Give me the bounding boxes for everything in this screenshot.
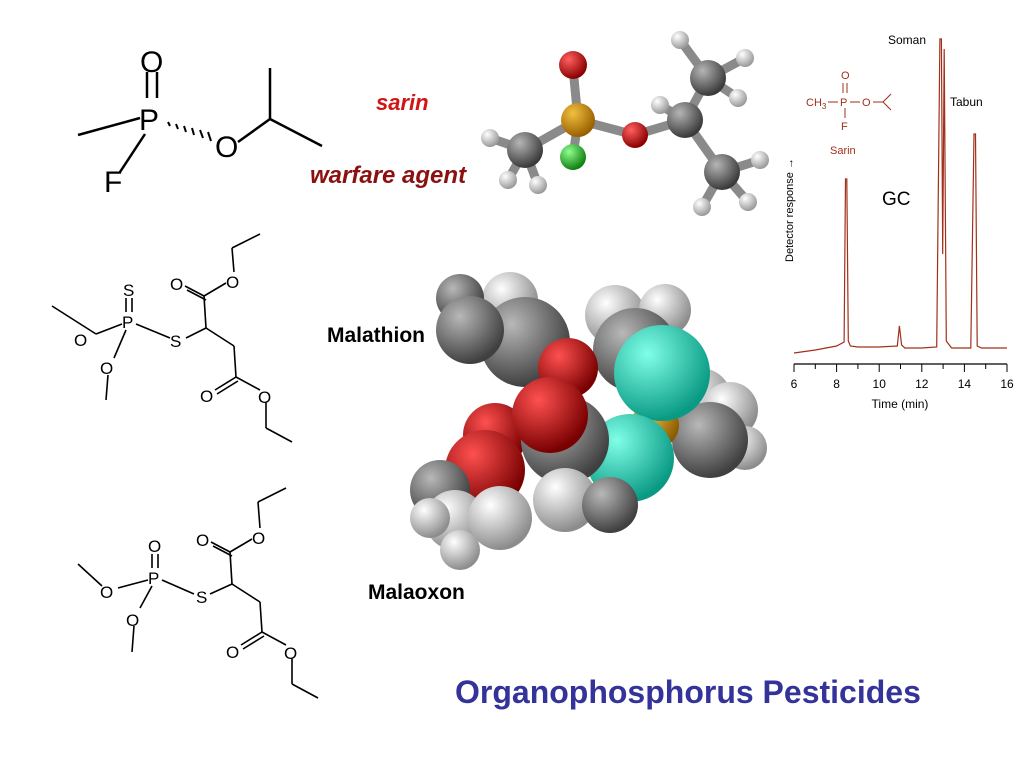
sarin-atom-o-ester: O <box>215 131 238 164</box>
model-oxygen-ester <box>622 122 648 148</box>
malathion-atom-s-link: S <box>170 332 181 351</box>
gc-formula-p: P <box>840 97 847 109</box>
gc-peak-label-tabun: Tabun <box>950 95 983 109</box>
malaoxon-atom-o-ester1: O <box>252 529 265 548</box>
malathion-atom-o-carbonyl2: O <box>200 387 213 406</box>
model-fluorine <box>560 144 586 170</box>
sarin-atom-f: F <box>104 166 122 199</box>
gc-formula-sub3: 3 <box>822 102 827 111</box>
malathion-atom-o-ester1: O <box>226 273 239 292</box>
gc-trace-group <box>793 38 1007 354</box>
space-filling-model <box>410 272 767 570</box>
sarin-atom-o-top: O <box>140 46 163 79</box>
gc-formula-name: Sarin <box>830 145 856 157</box>
sarin-label: sarin <box>376 90 429 115</box>
malathion-atom-p: P <box>122 313 133 332</box>
warfare-agent-label: warfare agent <box>310 162 467 189</box>
model-carbon-methyl <box>507 132 543 168</box>
gc-x-ticks: 6 8 10 12 14 16 <box>791 364 1014 391</box>
malathion-atom-s-double: S <box>123 281 134 300</box>
svg-text:CH3: CH3 <box>806 97 827 111</box>
gc-sarin-formula: CH3 P O O F Sarin <box>806 70 892 157</box>
malaoxon-label: Malaoxon <box>368 581 465 604</box>
gc-chromatogram: 6 8 10 12 14 16 Time (min) Detector response … <box>784 33 1014 411</box>
gc-formula-ch: CH <box>806 97 822 109</box>
malathion-atom-o2: O <box>100 359 113 378</box>
malaoxon-atom-p: P <box>148 569 159 588</box>
gc-formula-f: F <box>841 121 848 133</box>
model-phosphorus <box>561 103 595 137</box>
gc-x-tick-label: 12 <box>915 377 929 391</box>
malaoxon-atom-o-carbonyl1: O <box>196 531 209 550</box>
malaoxon-atom-o-ester2: O <box>284 644 297 663</box>
gc-x-tick-label: 10 <box>873 377 887 391</box>
malathion-atom-o1: O <box>74 331 87 350</box>
malathion-structure: S P O O S O O O O <box>51 233 293 443</box>
malathion-atom-o-carbonyl1: O <box>170 275 183 294</box>
sarin-structure: O P O F <box>77 46 323 199</box>
malaoxon-atom-o-double: O <box>148 537 161 556</box>
malaoxon-atom-o1: O <box>100 583 113 602</box>
sarin-hashed-bond <box>167 121 212 142</box>
sarin-atom-p: P <box>139 104 159 137</box>
gc-formula-o-top: O <box>841 70 850 82</box>
gc-trace-line <box>793 38 1007 354</box>
page-title: Organophosphorus Pesticides <box>455 674 921 710</box>
gc-label: GC <box>882 189 911 210</box>
gc-x-axis-label: Time (min) <box>872 397 929 411</box>
sarin-ball-stick-model <box>481 31 769 216</box>
gc-formula-o-right: O <box>862 97 871 109</box>
model-oxygen-double <box>559 51 587 79</box>
malathion-atom-o-ester2: O <box>258 388 271 407</box>
malaoxon-atom-o2: O <box>126 611 139 630</box>
malaoxon-atom-s-link: S <box>196 588 207 607</box>
gc-x-tick-label: 8 <box>833 377 840 391</box>
malathion-label: Malathion <box>327 324 425 347</box>
gc-y-axis-label: Detector response → <box>784 158 796 262</box>
malaoxon-atom-o-carbonyl2: O <box>226 643 239 662</box>
gc-x-tick-label: 16 <box>1000 377 1014 391</box>
gc-x-tick-label: 6 <box>791 377 798 391</box>
malaoxon-structure: O P O O S O O O O <box>77 487 319 699</box>
gc-x-tick-label: 14 <box>958 377 972 391</box>
gc-peak-label-soman: Soman <box>888 33 926 47</box>
